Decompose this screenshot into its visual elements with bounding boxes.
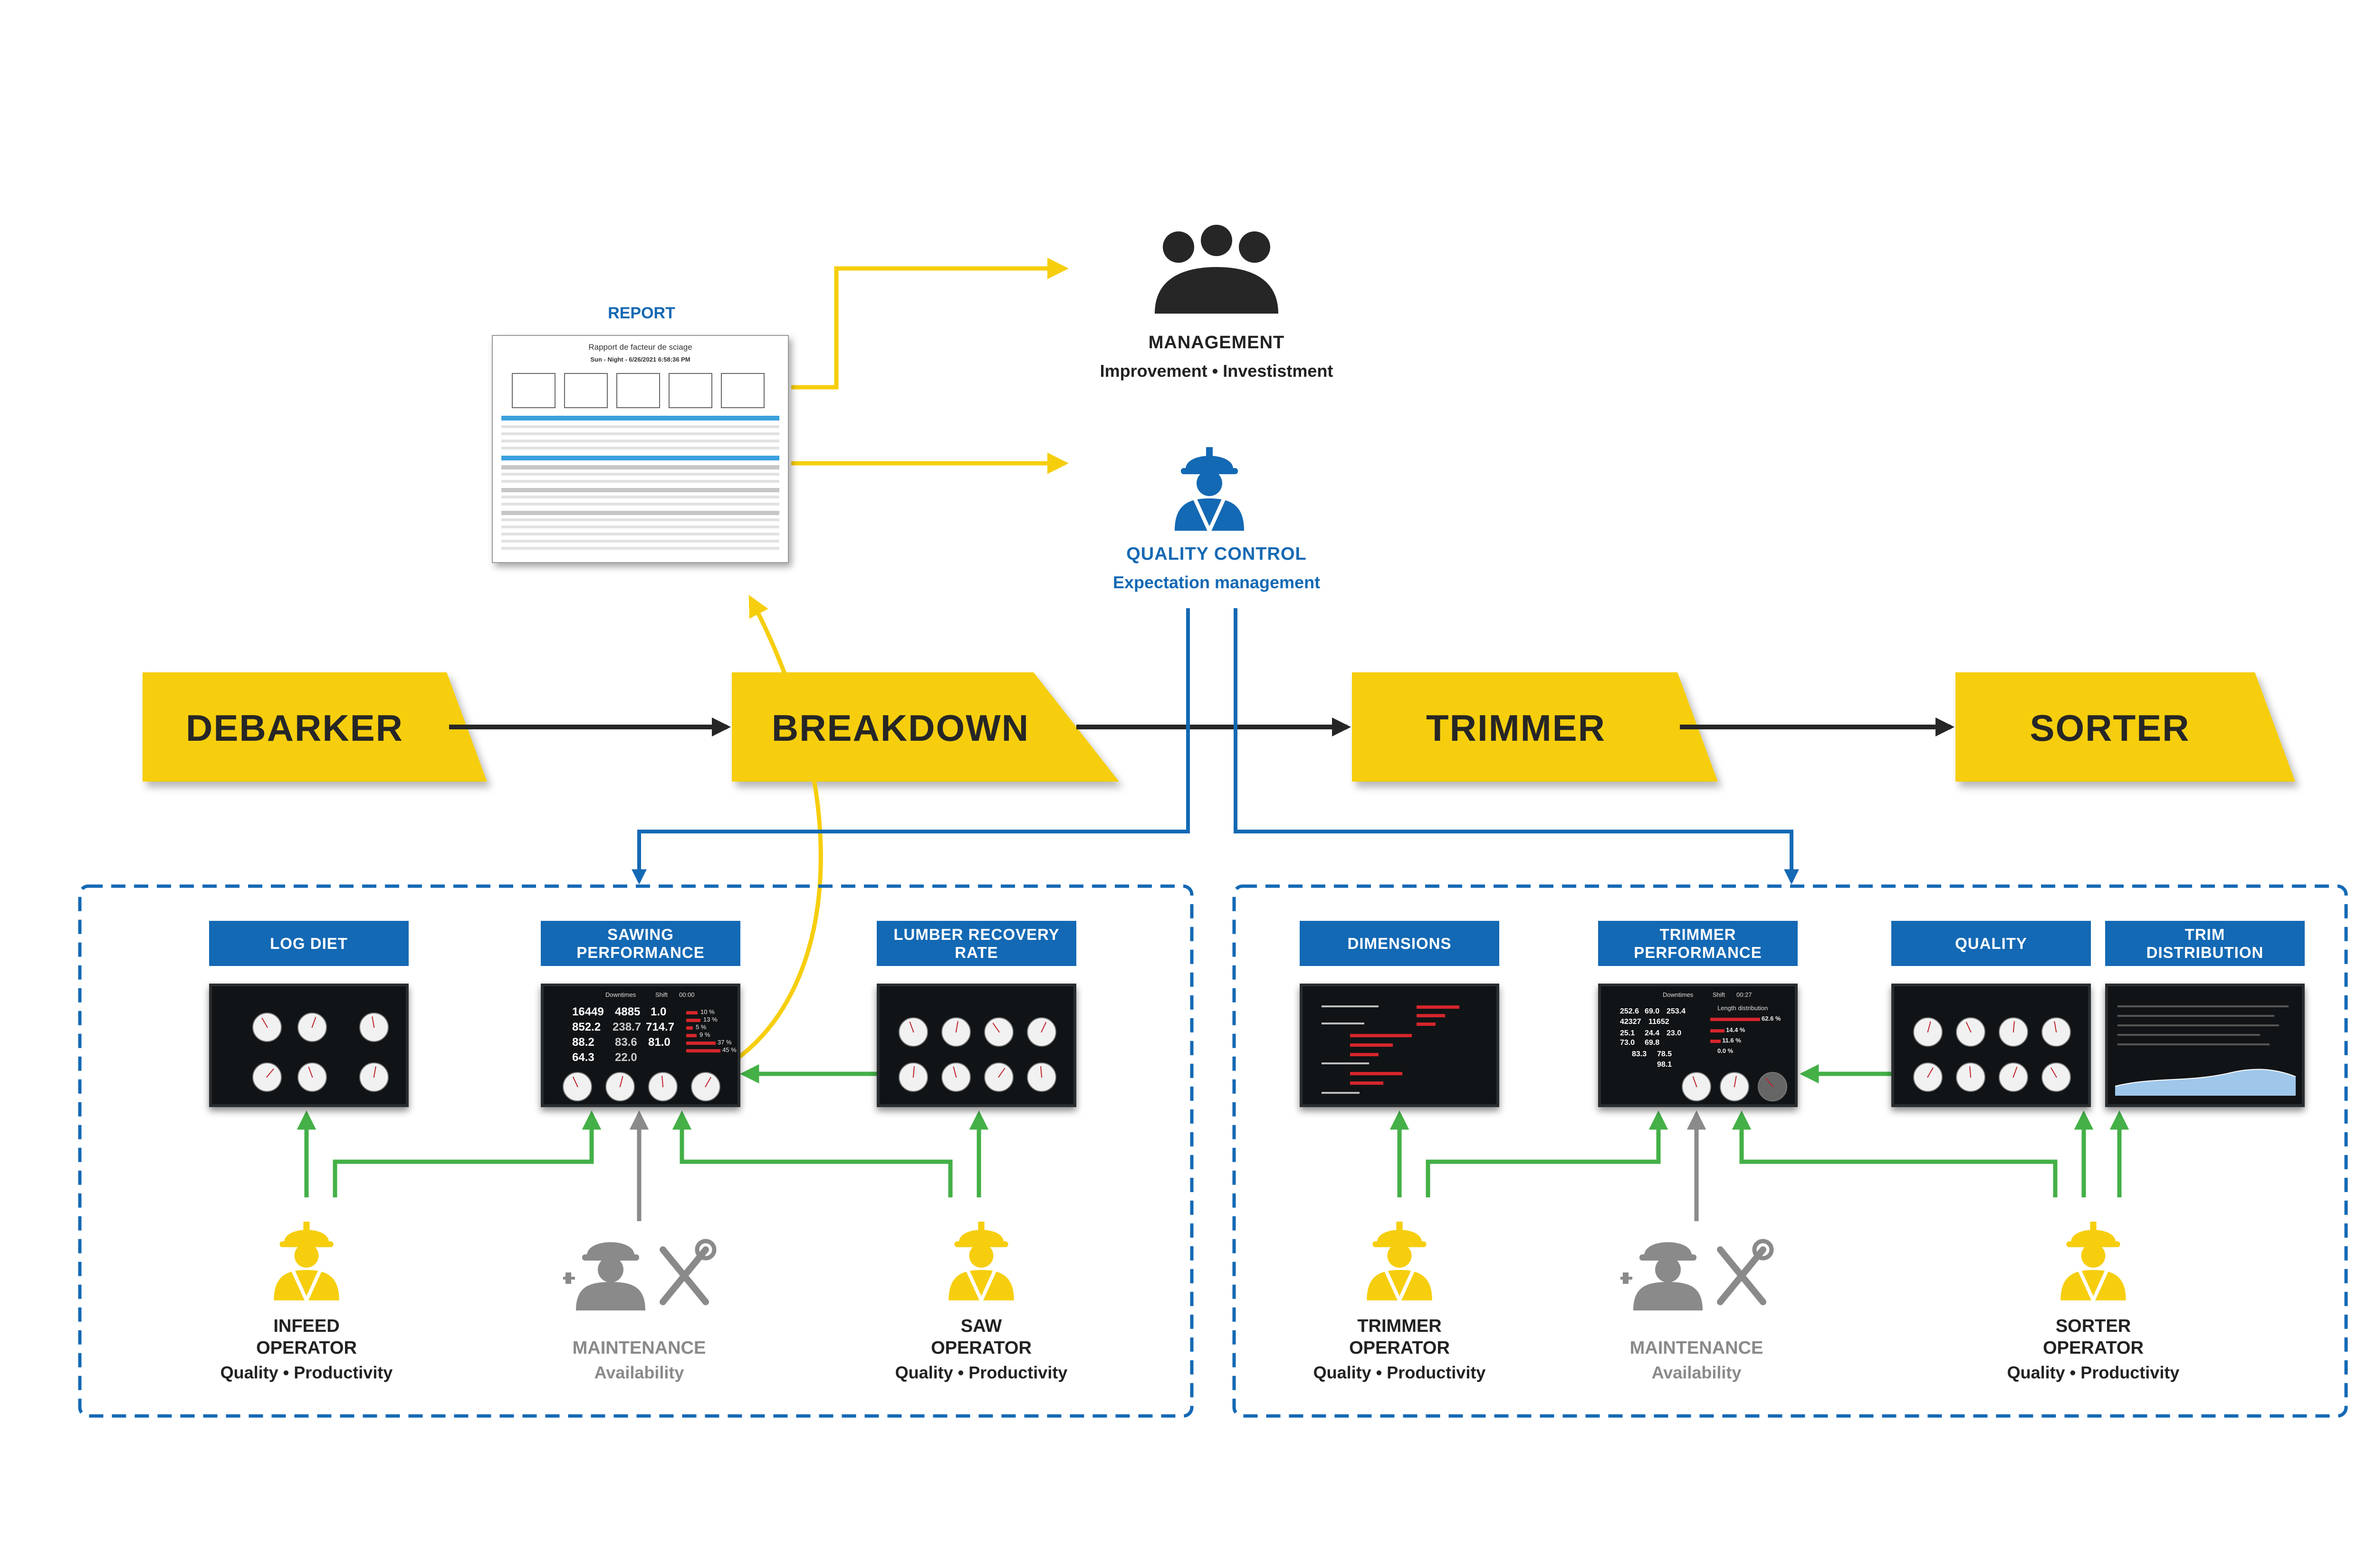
maintenance-right-title: MAINTENANCE [1629, 1338, 1763, 1358]
stage-banner-sorter [1955, 672, 2295, 782]
stage-label-debarker: DEBARKER [185, 707, 404, 749]
trimmer-performance-screen: Downtimes Shift 00:27 252.6 69.0 253.4 4… [1598, 984, 1798, 1107]
sorter-operator-subtitle: Quality • Productivity [2007, 1363, 2180, 1382]
infeed-operator-subtitle: Quality • Productivity [220, 1363, 393, 1382]
stage-banner-breakdown [732, 672, 1119, 782]
tab-dimensions[interactable]: DIMENSIONS [1300, 921, 1499, 966]
quality-screen [1891, 984, 2091, 1107]
right-panel-frame [1232, 884, 2348, 1418]
saw-operator-subtitle: Quality • Productivity [895, 1363, 1068, 1382]
maintenance-left-subtitle: Availability [594, 1363, 684, 1382]
maintenance-worker-tools-icon-right [1620, 1231, 1777, 1311]
quality-control-subtitle: Expectation management [1112, 573, 1321, 592]
tab-trim-distribution[interactable]: TRIM DISTRIBUTION [2105, 921, 2305, 966]
tab-quality[interactable]: QUALITY [1891, 921, 2091, 966]
maintenance-left-title: MAINTENANCE [572, 1338, 706, 1358]
report-doc-title: Rapport de facteur de sciage [588, 343, 692, 352]
management-title: MANAGEMENT [1148, 333, 1285, 353]
stage-banner-trimmer [1352, 672, 1718, 782]
left-panel-frame [78, 884, 1194, 1418]
stage-banner-debarker [143, 672, 487, 782]
management-subtitle: Improvement • Investistment [1100, 361, 1333, 381]
quality-control-title: QUALITY CONTROL [1126, 544, 1307, 564]
stage-label-trimmer: TRIMMER [1426, 707, 1606, 749]
tab-trimmer-performance[interactable]: TRIMMER PERFORMANCE [1598, 921, 1798, 966]
dimensions-screen [1300, 984, 1499, 1107]
tab-sawing-performance[interactable]: SAWING PERFORMANCE [541, 921, 740, 966]
maintenance-worker-tools-icon [563, 1231, 720, 1311]
maintenance-right-subtitle: Availability [1651, 1363, 1742, 1382]
tab-log-diet[interactable]: LOG DIET [209, 921, 409, 966]
group-icon [1150, 223, 1283, 318]
sawing-performance-screen: Downtimes Shift 00:00 16449 4885 1.0 852… [541, 984, 740, 1107]
trimmer-operator-worker-icon [1361, 1219, 1437, 1302]
lumber-recovery-rate-screen [877, 984, 1076, 1107]
report-document[interactable]: Rapport de facteur de sciage Sun - Night… [492, 335, 789, 563]
trim-distribution-screen [2105, 984, 2305, 1107]
trimmer-operator-subtitle: Quality • Productivity [1313, 1363, 1486, 1382]
stage-label-sorter: SORTER [2030, 707, 2190, 749]
sorter-operator-worker-icon [2055, 1219, 2131, 1302]
stage-label-breakdown: BREAKDOWN [771, 707, 1030, 749]
report-label: REPORT [608, 304, 675, 322]
report-doc-subtitle: Sun - Night - 6/26/2021 6:58:36 PM [590, 356, 690, 363]
saw-operator-worker-icon [943, 1219, 1019, 1302]
log-diet-screen [209, 984, 409, 1107]
tab-lumber-recovery-rate[interactable]: LUMBER RECOVERY RATE [877, 921, 1076, 966]
quality-control-worker-icon [1169, 444, 1250, 532]
infeed-operator-worker-icon [268, 1219, 345, 1302]
